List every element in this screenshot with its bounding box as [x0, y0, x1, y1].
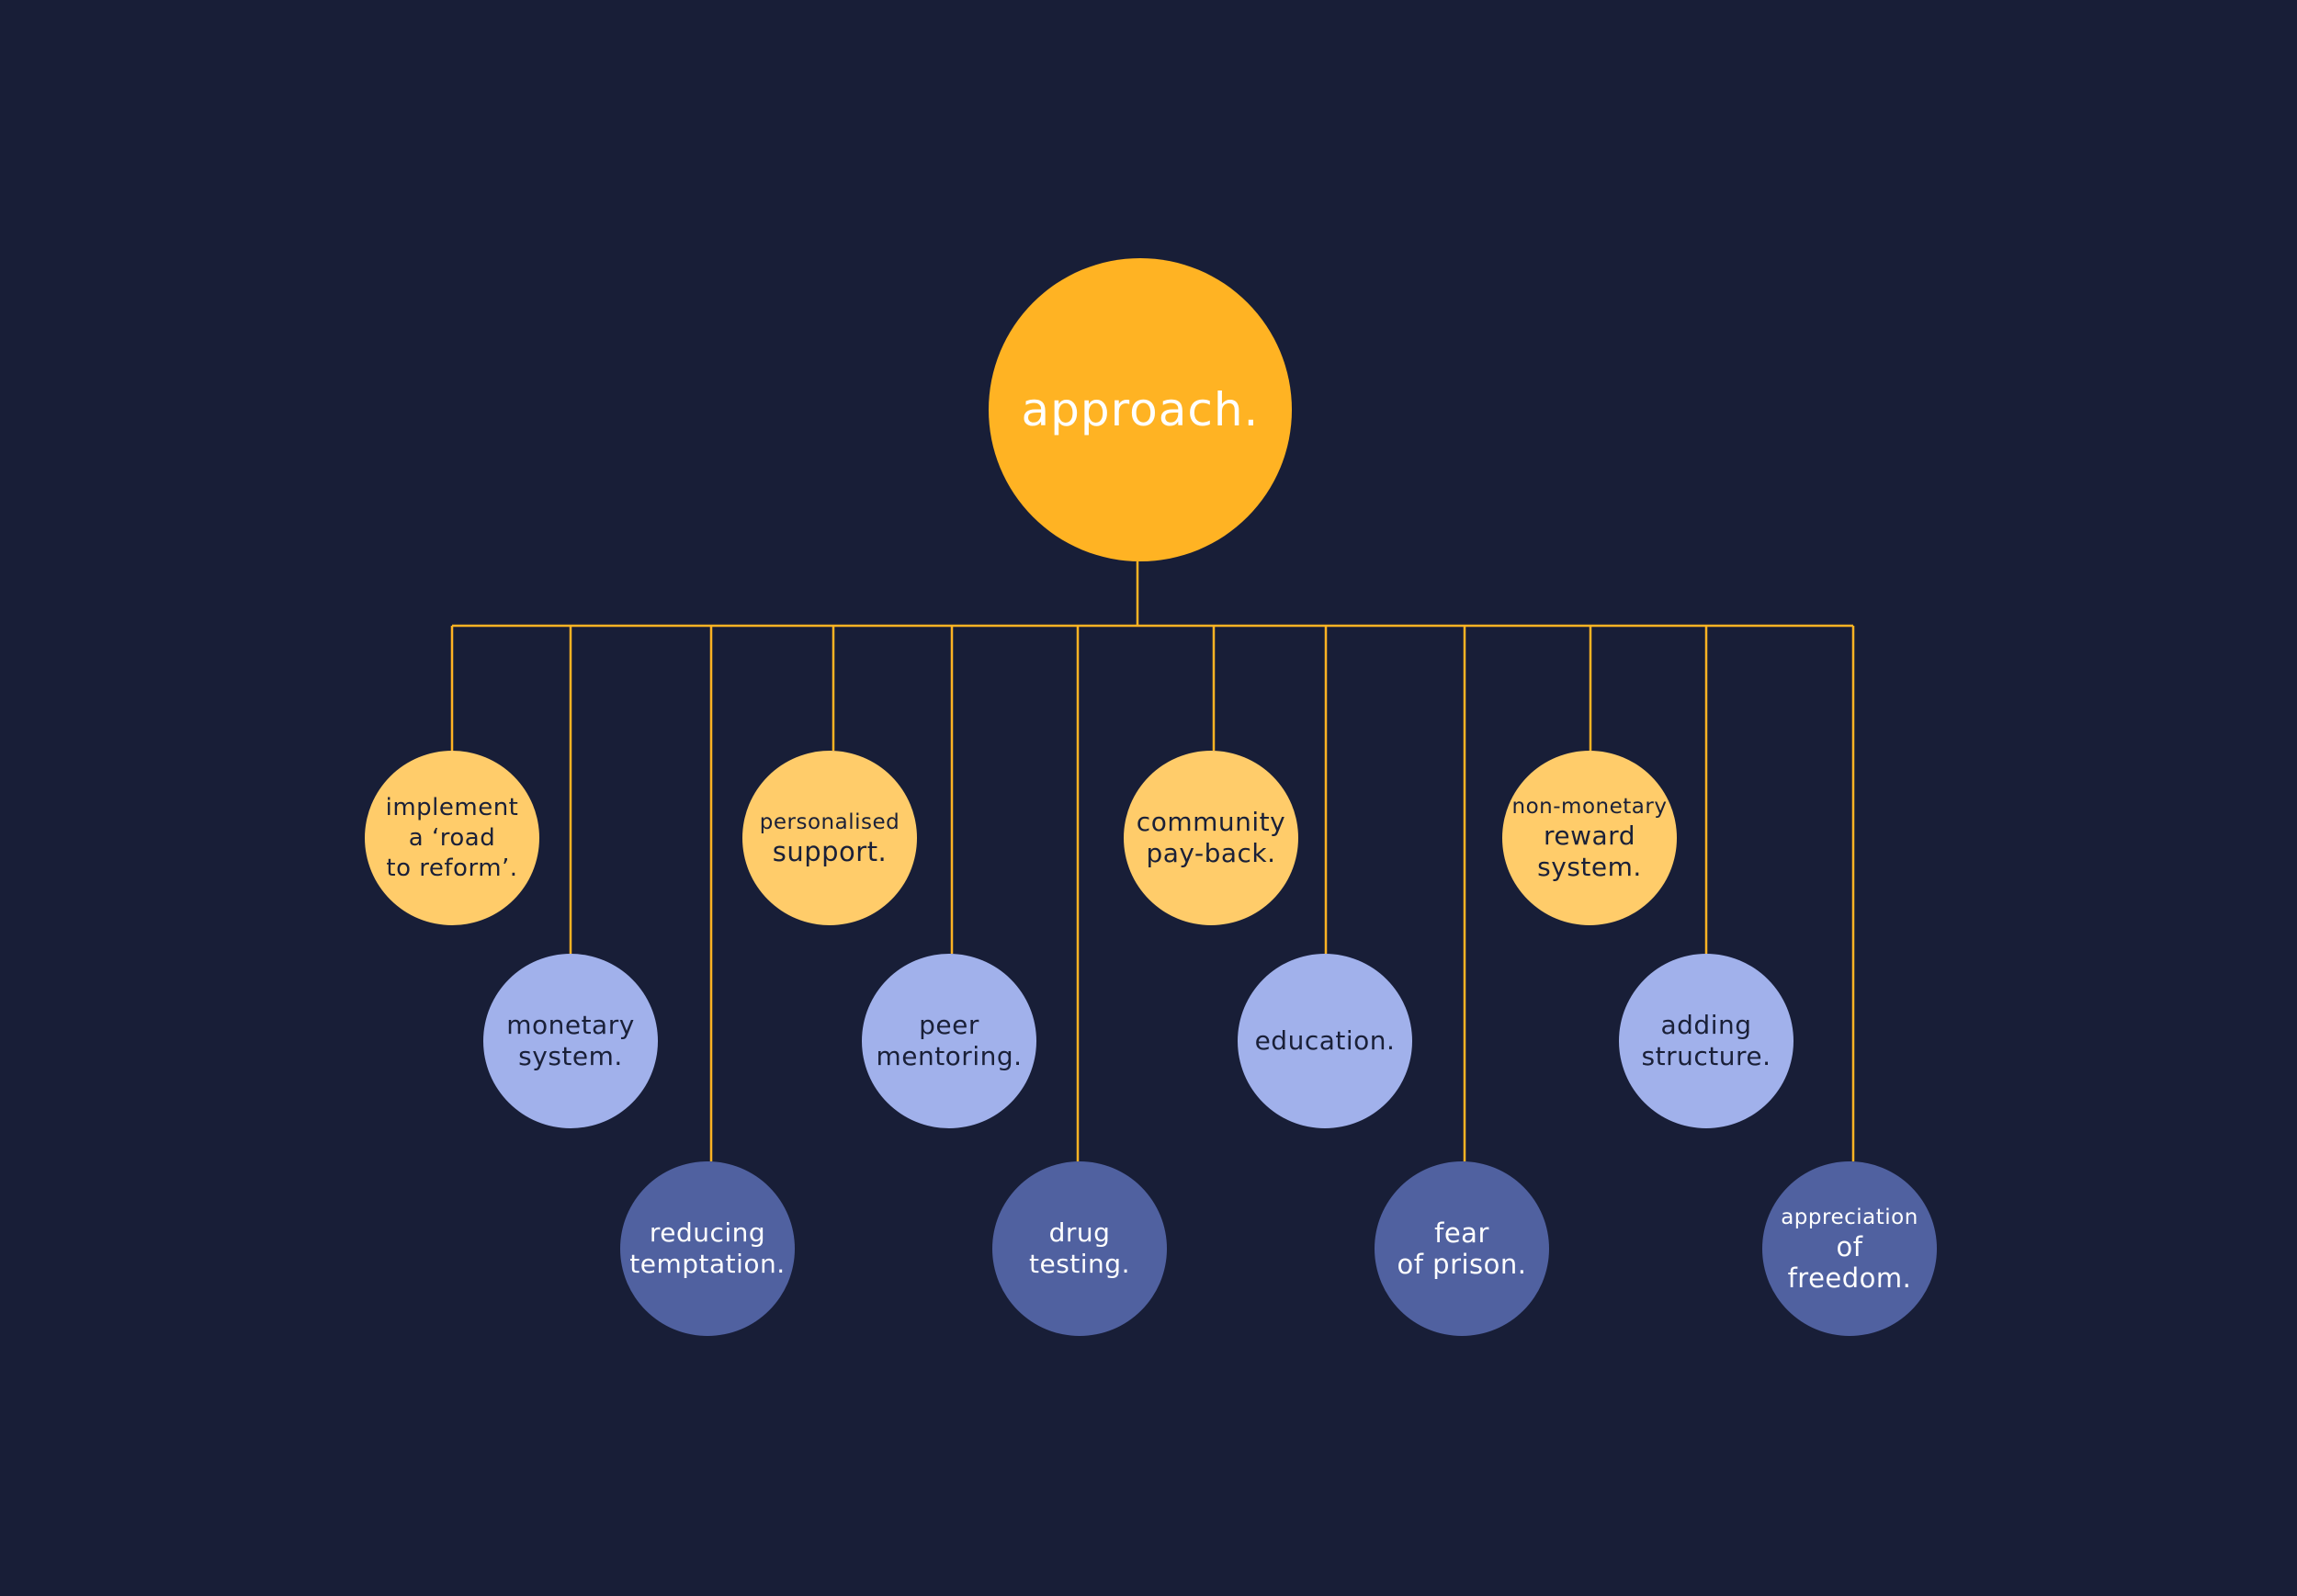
node-label-line: a ‘road — [408, 823, 496, 852]
node-non-monetary-reward-system: non-monetary reward system. — [1502, 751, 1677, 925]
node-drug-testing: drug testing. — [992, 1161, 1167, 1336]
node-label-line: mentoring. — [876, 1041, 1023, 1071]
node-label-line: personalised — [759, 810, 900, 834]
node-personalised-support: personalised support. — [742, 751, 917, 925]
node-label-line: implement — [385, 793, 519, 821]
node-implement-road-to-reform: implement a ‘road to reform’. — [365, 751, 539, 925]
node-label-line: system. — [1537, 852, 1642, 882]
node-label-line: freedom. — [1787, 1262, 1912, 1294]
node-label-line: structure. — [1641, 1041, 1771, 1071]
node-label-line: appreciation — [1781, 1205, 1918, 1229]
root-node-approach: approach. — [989, 258, 1292, 561]
node-label-line: temptation. — [629, 1249, 786, 1279]
node-label-line: pay-back. — [1146, 838, 1276, 868]
node-label-line: reward — [1544, 821, 1635, 851]
node-label-line: reducing — [649, 1217, 766, 1248]
root-node-label: approach. — [1021, 383, 1260, 436]
node-community-payback: community pay-back. — [1124, 751, 1298, 925]
node-label-line: testing. — [1029, 1249, 1130, 1279]
node-reducing-temptation: reducing temptation. — [620, 1161, 795, 1336]
node-monetary-system: monetary system. — [483, 954, 658, 1128]
node-appreciation-of-freedom: appreciation of freedom. — [1762, 1161, 1937, 1336]
node-adding-structure: adding structure. — [1619, 954, 1793, 1128]
node-label-line: support. — [772, 836, 888, 867]
node-label-line: system. — [518, 1041, 623, 1071]
node-label-line: of — [1836, 1231, 1863, 1262]
node-label-line: drug — [1048, 1217, 1111, 1248]
node-label-line: peer — [919, 1010, 979, 1040]
node-label-line: monetary — [506, 1010, 635, 1040]
node-label-line: to reform’. — [386, 854, 518, 882]
node-label-line: adding — [1660, 1010, 1752, 1040]
node-label-line: non-monetary — [1511, 795, 1668, 819]
node-label-line: of prison. — [1397, 1249, 1527, 1280]
node-label-line: community — [1136, 807, 1286, 837]
node-label-line: education. — [1254, 1025, 1396, 1056]
node-fear-of-prison: fear of prison. — [1375, 1161, 1549, 1336]
node-label-line: fear — [1434, 1217, 1489, 1249]
node-education: education. — [1238, 954, 1412, 1128]
node-peer-mentoring: peer mentoring. — [862, 954, 1036, 1128]
